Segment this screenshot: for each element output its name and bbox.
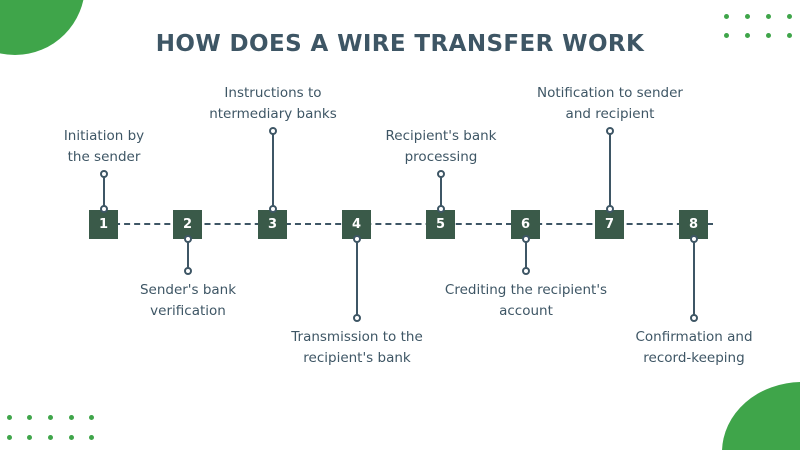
step-label-line: Sender's bank (139, 282, 237, 298)
green-dot (766, 14, 771, 19)
green-dot (69, 435, 74, 440)
connector-line (356, 239, 358, 318)
step-number: 1 (98, 217, 109, 232)
step-label-line: ntermediary banks (209, 106, 337, 122)
green-dot (69, 415, 74, 420)
connector-end-dot (606, 127, 614, 135)
green-dot (48, 435, 53, 440)
connector-box-dot (269, 205, 277, 213)
green-dot (724, 33, 729, 38)
step-number: 7 (604, 217, 615, 232)
step-label-line: Recipient's bank (385, 128, 497, 144)
connector-end-dot (437, 170, 445, 178)
step-label-line: Confirmation and (635, 329, 753, 345)
connector-box-dot (690, 235, 698, 243)
connector-box-dot (353, 235, 361, 243)
step-label-line: the sender (67, 149, 141, 165)
step-label-line: recipient's bank (303, 350, 411, 366)
connector-end-dot (522, 267, 530, 275)
connector-end-dot (690, 314, 698, 322)
green-dot (787, 33, 792, 38)
green-dot (745, 14, 750, 19)
step-number-box: 6 (511, 210, 540, 239)
step-number-box: 1 (89, 210, 118, 239)
corner-blob-bottom-right (722, 382, 800, 450)
connector-end-dot (100, 170, 108, 178)
step-number: 6 (520, 217, 531, 232)
page-title: HOW DOES A WIRE TRANSFER WORK (155, 31, 645, 57)
connector-box-dot (606, 205, 614, 213)
step-label-line: processing (404, 149, 478, 165)
step-number: 3 (267, 217, 278, 232)
step-label-line: and recipient (565, 106, 655, 122)
step-label: Initiation by the sender (0, 126, 214, 168)
step-label-line: record-keeping (643, 350, 745, 366)
step-label-line: Notification to sender (537, 85, 683, 101)
connector-box-dot (437, 205, 445, 213)
connector-box-dot (184, 235, 192, 243)
green-dot (27, 415, 32, 420)
step-number-box: 7 (595, 210, 624, 239)
green-dot (724, 14, 729, 19)
step-label: Sender's bank verification (78, 280, 298, 322)
step-label: Confirmation and record-keeping (584, 327, 800, 369)
step-number: 8 (688, 217, 699, 232)
step-number: 4 (351, 217, 362, 232)
green-dot (745, 33, 750, 38)
green-dot (89, 415, 94, 420)
connector-line (272, 131, 274, 210)
connector-box-dot (100, 205, 108, 213)
step-number: 5 (435, 217, 446, 232)
connector-line (187, 239, 189, 271)
step-number-box: 2 (173, 210, 202, 239)
step-number: 2 (182, 217, 193, 232)
step-number-box: 8 (679, 210, 708, 239)
connector-end-dot (353, 314, 361, 322)
green-dot (27, 435, 32, 440)
step-label: Instructions to ntermediary banks (163, 83, 383, 125)
green-dot (48, 415, 53, 420)
step-label: Transmission to the recipient's bank (247, 327, 467, 369)
connector-end-dot (184, 267, 192, 275)
connector-line (103, 174, 105, 210)
green-dot (766, 33, 771, 38)
step-label: Crediting the recipient's account (416, 280, 636, 322)
step-number-box: 4 (342, 210, 371, 239)
step-label-line: Crediting the recipient's (444, 282, 608, 298)
green-dot (89, 435, 94, 440)
step-label-line: Initiation by (63, 128, 145, 144)
step-number-box: 5 (426, 210, 455, 239)
step-label-line: Transmission to the (291, 329, 423, 345)
connector-end-dot (269, 127, 277, 135)
step-label-line: Instructions to (224, 85, 322, 101)
step-number-box: 3 (258, 210, 287, 239)
timeline-axis (104, 223, 713, 225)
connector-line (693, 239, 695, 318)
connector-line (440, 174, 442, 210)
step-label-line: account (499, 303, 553, 319)
green-dot (7, 415, 12, 420)
connector-line (609, 131, 611, 210)
step-label: Notification to sender and recipient (500, 83, 720, 125)
connector-line (525, 239, 527, 271)
step-label: Recipient's bank processing (331, 126, 551, 168)
step-label-line: verification (150, 303, 226, 319)
green-dot (787, 14, 792, 19)
green-dot (7, 435, 12, 440)
connector-box-dot (522, 235, 530, 243)
